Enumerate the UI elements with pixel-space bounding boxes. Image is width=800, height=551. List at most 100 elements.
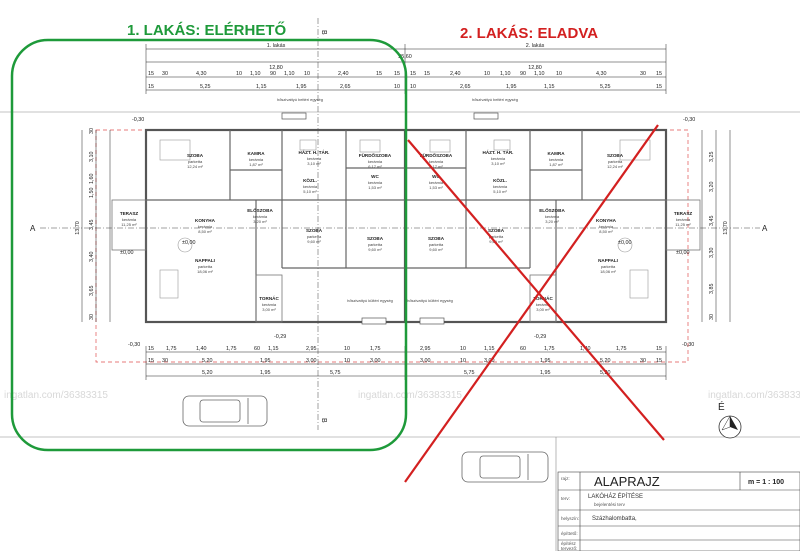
- tb-epitteto-label: építtető:: [561, 531, 578, 536]
- watermark-left: ingatlan.com/36383315: [4, 390, 108, 401]
- dim-value: 10: [304, 71, 310, 77]
- room-floor: parketta: [198, 264, 213, 269]
- right-side-dimensions: [701, 130, 731, 322]
- room-floor: kerámia: [549, 157, 564, 162]
- room-floor: parketta: [608, 159, 623, 164]
- dim-value: 5,25: [600, 84, 611, 90]
- dim-value: 2,40: [450, 71, 461, 77]
- dim-value: 15: [376, 71, 382, 77]
- dim-value: 10: [556, 71, 562, 77]
- tb-tervezo-label1: építész: [561, 541, 577, 546]
- dim-value: 5,20: [600, 370, 611, 376]
- room-floor: kerámia: [493, 184, 508, 189]
- room-name: KÖZL.: [303, 177, 317, 183]
- room-area: 3,20 m²: [253, 219, 267, 224]
- dim-unit1-label: 1. lakás: [267, 43, 286, 49]
- room-floor: parketta: [368, 242, 383, 247]
- tb-hely-value: Százhalombatta,: [592, 516, 637, 522]
- room-floor: parketta: [429, 242, 444, 247]
- room-name: TORNÁC: [259, 295, 279, 301]
- heatpump-units: [281, 112, 499, 325]
- dim-value: 15: [148, 84, 154, 90]
- dim-row2-left: 15 30 4,30 10 1,10 90 1,10 10 2,40 15 15: [148, 71, 400, 77]
- room-area: 12,24 m²: [607, 164, 623, 169]
- level-value: -0,29: [534, 334, 546, 340]
- tb-scale: m = 1 : 100: [748, 479, 784, 486]
- level-markers: -0,30 -0,30 -0,29 -0,29 -0,30 -0,30 ±0,0…: [120, 117, 695, 348]
- dim-value: 5,20: [202, 358, 213, 364]
- room-floor: kerámia: [536, 302, 551, 307]
- dim-value: 3,45: [709, 216, 715, 227]
- level-value: -0,30: [683, 117, 695, 123]
- dim-value: 15: [424, 71, 430, 77]
- room-area: 1,87 m²: [249, 162, 263, 167]
- dim-value: 30: [640, 71, 646, 77]
- porches: [255, 274, 557, 323]
- dim-value: 1,15: [268, 346, 279, 352]
- dim-value: 1,75: [370, 346, 381, 352]
- dim-value: 3,10: [89, 152, 95, 163]
- dim-value: 30: [640, 358, 646, 364]
- dim-value: 10: [344, 358, 350, 364]
- level-value: ±0,00: [676, 250, 689, 256]
- room-name: KÖZL.: [493, 177, 507, 183]
- room-floor: parketta: [489, 234, 504, 239]
- dim-value: 15: [656, 71, 662, 77]
- room-name: FÜRDŐSZOBA: [359, 152, 392, 158]
- room-area: 9,60 m²: [307, 239, 321, 244]
- dim-value: 10: [344, 346, 350, 352]
- room-floor: kerámia: [429, 180, 444, 185]
- left-inner-dims: 30 3,10 1,60 1,50 3,45 3,40 3,65 30: [89, 128, 95, 320]
- room-floor: kerámia: [676, 217, 691, 222]
- dim-value: 30: [709, 314, 715, 320]
- room-name: SZOBA: [428, 236, 445, 241]
- dim-value: 5,25: [200, 84, 211, 90]
- room-name: WC: [371, 174, 379, 179]
- room-name: SZOBA: [367, 236, 384, 241]
- dim-value: 3,00: [370, 358, 381, 364]
- tb-rajz-value: ALAPRAJZ: [594, 474, 660, 489]
- dim-value: 15: [410, 71, 416, 77]
- tb-rajz-label: rajz:: [561, 476, 570, 481]
- dim-value: 2,95: [306, 346, 317, 352]
- tb-terv-line1: LAKÓHÁZ ÉPÍTÉSE: [588, 493, 643, 500]
- dim-value: 3,00: [484, 358, 495, 364]
- dim-value: 1,75: [166, 346, 177, 352]
- furniture: [159, 139, 651, 299]
- room-floor: kerámia: [368, 159, 383, 164]
- dim-value: 1,40: [196, 346, 207, 352]
- dim-value: 15: [656, 346, 662, 352]
- car-icon: [182, 395, 268, 427]
- dim-value: 1,15: [256, 84, 267, 90]
- heatpump-inner-right: hőszivattyú beltéri egység: [472, 97, 518, 102]
- dim-left-outer: 13,70: [75, 221, 81, 235]
- room-name: TERASZ: [674, 211, 693, 216]
- watermark-center: ingatlan.com/36383315: [358, 390, 462, 401]
- room-area: 3,10 m²: [491, 161, 505, 166]
- tb-hely-label: helyszín:: [561, 516, 579, 521]
- dim-value: 90: [520, 71, 526, 77]
- dim-value: 1,95: [260, 358, 271, 364]
- dim-value: 3,65: [89, 286, 95, 297]
- dim-row3-right: 10 2,65 1,95 1,15 5,25 15: [410, 84, 662, 90]
- level-value: ±0,00: [120, 250, 133, 256]
- dim-value: 1,95: [540, 358, 551, 364]
- bottom-row3-left: 5,20 1,95 5,75: [202, 370, 341, 376]
- dim-value: 1,75: [616, 346, 627, 352]
- level-value: ±0,00: [182, 240, 195, 246]
- room-area: 3,10 m²: [307, 161, 321, 166]
- terraces: [111, 199, 701, 251]
- section-b-bottom: B: [320, 418, 327, 423]
- dim-value: 3,25: [709, 152, 715, 163]
- dim-value: 30: [162, 358, 168, 364]
- room-area: 9,60 m²: [489, 239, 503, 244]
- room-floor: kerámia: [599, 224, 614, 229]
- room-area: 8,50 m²: [198, 229, 212, 234]
